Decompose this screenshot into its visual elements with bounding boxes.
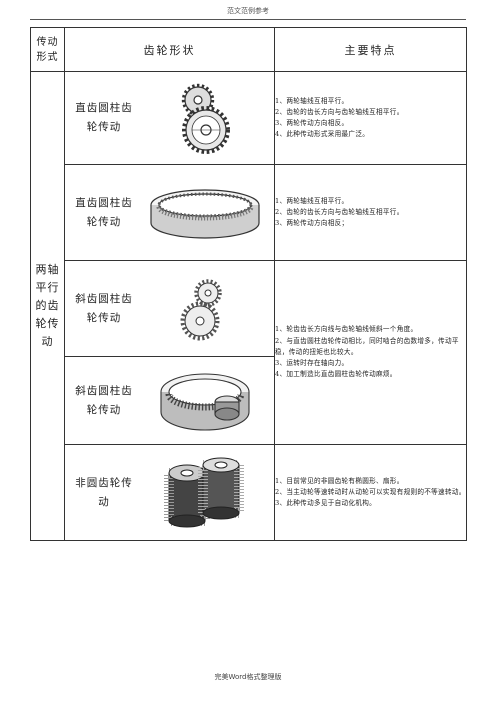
gear-name: 斜齿圆柱齿轮传动 bbox=[75, 292, 133, 324]
feature-line: 1、两轮轴线互相平行。 bbox=[275, 196, 349, 205]
header-rule bbox=[30, 19, 466, 20]
header-main-features: 主要特点 bbox=[274, 27, 467, 72]
feature-line: 4、加工制造比直齿圆柱齿轮传动麻烦。 bbox=[275, 370, 397, 379]
internal-helical-gear-icon bbox=[159, 372, 250, 431]
feature-line: 3、两轮传动方向相反； bbox=[275, 219, 349, 228]
gear-shape-cell: 斜齿圆柱齿轮传动 bbox=[64, 356, 275, 445]
feature-line: 1、两轮轴线互相平行。 bbox=[275, 96, 349, 105]
features-cell: 1、目前常见的非圆齿轮有椭圆形、扇形。 2、当主动轮等速转动时从动轮可以实现有规… bbox=[274, 444, 467, 541]
table-row: 非圆齿轮传动 bbox=[31, 444, 467, 541]
gear-transmission-table: 传动形式 齿轮形状 主要特点 两轴平行的齿轮传动 直齿圆柱齿轮传动 bbox=[30, 27, 467, 541]
features-cell: 1、两轮轴线互相平行。 2、齿轮的齿长方向与齿轮轴线互相平行。 3、两轮传动方向… bbox=[274, 71, 467, 165]
features-cell: 1、轮齿齿长方向线与齿轮轴线倾斜一个角度。 2、与直齿圆柱齿轮传动相比，同时啮合… bbox=[274, 260, 467, 445]
gear-name: 斜齿圆柱齿轮传动 bbox=[75, 384, 133, 416]
helical-gear-pair-icon bbox=[180, 278, 222, 340]
feature-line: 3、运转时存在轴向力。 bbox=[275, 359, 349, 368]
header-gear-shape: 齿轮形状 bbox=[64, 27, 275, 72]
feature-line: 3、两轮传动方向相反。 bbox=[275, 119, 349, 127]
header-transmission-form: 传动形式 bbox=[30, 27, 65, 72]
feature-line: 2、齿轮的齿长方向与齿轮轴线互相平行。 bbox=[275, 107, 404, 116]
feature-line: 2、齿轮的齿长方向与齿轮轴线互相平行。 bbox=[275, 207, 404, 216]
feature-line: 1、轮齿齿长方向线与齿轮轴线倾斜一个角度。 bbox=[275, 325, 418, 334]
internal-spur-gear-icon bbox=[149, 188, 260, 239]
gear-name: 非圆齿轮传动 bbox=[75, 476, 133, 508]
gear-shape-cell: 直齿圆柱齿轮传动 bbox=[64, 71, 275, 165]
feature-line: 3、此种传动多见于自动化机构。 bbox=[275, 499, 377, 508]
table-row: 斜齿圆柱齿轮传动 bbox=[31, 356, 467, 445]
page-footer: 完美Word格式整理版 bbox=[214, 673, 282, 681]
feature-line: 4、此种传动形式采用最广泛。 bbox=[275, 130, 370, 139]
feature-line: 2、当主动轮等速转动时从动轮可以实现有规则的不等速转动。 bbox=[275, 487, 466, 496]
feature-line: 2、与直齿圆柱齿轮传动相比，同时啮合的齿数增多，传动平稳，传动的扭矩也比较大。 bbox=[275, 336, 459, 356]
gear-shape-cell: 直齿圆柱齿轮传动 bbox=[64, 164, 275, 261]
transmission-form-cell: 两轴平行的齿轮传动 bbox=[30, 71, 65, 541]
page-header: 范文范例参考 bbox=[227, 7, 269, 15]
table-header-row: 传动形式 齿轮形状 主要特点 bbox=[30, 27, 467, 72]
table-row: 斜齿圆柱齿轮传动 bbox=[31, 260, 467, 445]
gear-shape-cell: 斜齿圆柱齿轮传动 bbox=[64, 260, 275, 357]
feature-line: 1、目前常见的非圆齿轮有椭圆形、扇形。 bbox=[275, 476, 404, 485]
table-row: 直齿圆柱齿轮传动 1、两轮轴线互相平行。 2、齿轮的齿长方向 bbox=[31, 164, 467, 261]
form-label: 两轴平行的齿轮传动 bbox=[35, 263, 60, 348]
gear-name: 直齿圆柱齿轮传动 bbox=[75, 196, 133, 228]
gear-name: 直齿圆柱齿轮传动 bbox=[75, 102, 133, 133]
gear-shape-cell: 非圆齿轮传动 bbox=[64, 444, 275, 541]
table-row: 两轴平行的齿轮传动 直齿圆柱齿轮传动 bbox=[30, 71, 467, 541]
non-circular-gear-icon bbox=[163, 457, 244, 527]
features-cell: 1、两轮轴线互相平行。 2、齿轮的齿长方向与齿轮轴线互相平行。 3、两轮传动方向… bbox=[274, 164, 467, 261]
spur-gear-pair-icon bbox=[181, 83, 230, 154]
